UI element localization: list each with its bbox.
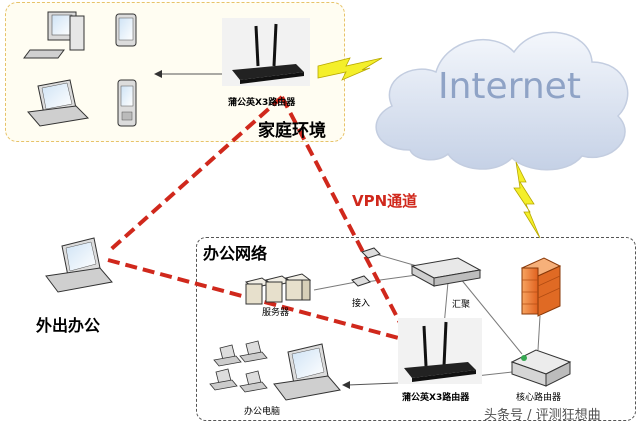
core-router-label: 核心路由器 bbox=[516, 393, 562, 403]
watermark: 头条号 / 评测狂想曲 bbox=[484, 408, 601, 423]
office-network-area bbox=[196, 237, 636, 421]
aggregation-label: 汇聚 bbox=[452, 300, 471, 310]
lightning-icon bbox=[513, 161, 541, 239]
servers-label: 服务器 bbox=[262, 308, 290, 318]
lightning-icon bbox=[317, 57, 383, 81]
access-switch-icon bbox=[351, 247, 381, 287]
office-laptop-icon bbox=[273, 343, 341, 401]
office-router-icon bbox=[398, 318, 482, 384]
aggregation-switch-icon bbox=[410, 257, 482, 287]
tablet-icon bbox=[115, 13, 137, 47]
office-pcs-label: 办公电脑 bbox=[244, 407, 281, 417]
home-router-icon bbox=[222, 18, 310, 86]
smartphone-icon bbox=[117, 79, 137, 127]
laptop-icon bbox=[27, 79, 90, 127]
home-network-title: 家庭环境 bbox=[258, 121, 326, 141]
office-computers-icon bbox=[209, 340, 268, 393]
desktop-computer-icon bbox=[23, 11, 85, 59]
core-router-icon bbox=[510, 349, 572, 387]
vpn-tunnel-label: VPN通道 bbox=[352, 192, 418, 210]
server-icon bbox=[244, 273, 312, 305]
remote-office-label: 外出办公 bbox=[36, 316, 101, 335]
access-label: 接入 bbox=[352, 299, 371, 309]
office-router-label: 蒲公英X3路由器 bbox=[402, 393, 470, 403]
firewall-icon bbox=[520, 257, 562, 317]
internet-label: Internet bbox=[438, 66, 581, 107]
remote-laptop-icon bbox=[45, 237, 113, 293]
home-router-label: 蒲公英X3路由器 bbox=[228, 98, 296, 108]
office-network-title: 办公网络 bbox=[203, 244, 268, 263]
internet-cloud bbox=[375, 31, 629, 171]
arrows bbox=[154, 70, 399, 389]
